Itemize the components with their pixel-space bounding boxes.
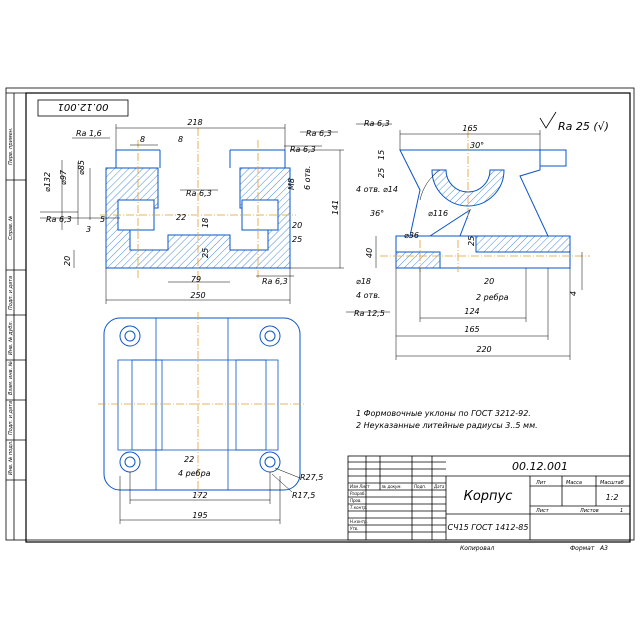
top-dim-r175: R17,5 [292, 491, 315, 500]
side-dim-18: ⌀18 [356, 277, 371, 286]
dim-8b: 8 [178, 135, 183, 144]
tb-sheets: Листов [579, 508, 599, 514]
tb-row-1: № докум. [381, 484, 402, 489]
top-dim-172: 172 [192, 491, 207, 500]
side-dim-165-top: 165 [462, 124, 477, 133]
stamp-1: Перв. примен. [8, 127, 14, 165]
stamp-4: Инв. № дубл. [8, 321, 14, 355]
ra-63-b: Ra 6,3 [46, 215, 72, 224]
side-ra-63: Ra 6,3 [364, 119, 390, 128]
ra-63-c: Ra 6,3 [306, 129, 332, 138]
side-dim-116: ⌀116 [428, 209, 448, 218]
stamp-3: Подп. и дата [8, 276, 14, 310]
stamp-2: Справ. № [8, 216, 14, 240]
side-dim-20: 20 [484, 277, 494, 286]
side-view: 165 30° 25 15 4 отв. ⌀14 ⌀116 36° ⌀36 40… [346, 111, 609, 360]
side-dim-30deg: 30° [470, 141, 484, 150]
note-2: 2 Неуказанные литейные радиусы 3..5 мм. [356, 421, 538, 430]
top-dim-4ribs: 4 ребра [178, 469, 211, 478]
dim-20: 20 [63, 256, 72, 266]
side-dim-36deg: 36° [370, 209, 384, 218]
svg-text:Ra 25 (√): Ra 25 (√) [558, 120, 609, 133]
dim-141: 141 [331, 200, 340, 215]
tb-row-7: Н.контр. [350, 519, 368, 524]
tb-row-8: Утв. [350, 526, 358, 531]
dim-25b: 25 [292, 235, 302, 244]
dim-18: 18 [201, 218, 210, 228]
dim-5: 5 [100, 215, 105, 224]
sheet-outer-frame [5, 87, 635, 541]
tb-scale-label: Масштаб [600, 480, 624, 486]
dim-6holes: 6 отв. [303, 166, 312, 190]
side-dim-220: 220 [476, 345, 491, 354]
tb-row-0: Изм Лист [350, 484, 370, 489]
dim-8a: 8 [140, 135, 145, 144]
tb-row-5: Пров. [350, 498, 362, 503]
ra-16: Ra 1,6 [76, 129, 102, 138]
mirror-code: 00.12.001 [58, 101, 109, 112]
dim-20b: 20 [292, 221, 302, 230]
dim-3: 3 [86, 225, 91, 234]
side-dim-15: 15 [377, 150, 386, 160]
side-dim-2ribs: 2 ребра [476, 293, 509, 302]
stamp-5: Взам. инв. № [8, 361, 14, 395]
side-stamp [6, 92, 26, 540]
ra-63-d: Ra 6,3 [290, 145, 316, 154]
side-dim-124: 124 [464, 307, 479, 316]
dim-250: 250 [190, 291, 205, 300]
side-dim-25b: 25 [467, 236, 476, 246]
note-1: 1 Формовочные уклоны по ГОСТ 3212-92. [356, 409, 531, 418]
tb-sheet: Лист [535, 508, 550, 514]
mirror-code-box [37, 99, 129, 117]
ra-63-a: Ra 6,3 [186, 189, 212, 198]
tb-row-3: Дата [433, 484, 445, 489]
dim-218: 218 [187, 118, 202, 127]
ra-63-e: Ra 6,3 [262, 277, 288, 286]
material: СЧ15 ГОСТ 1412-85 [448, 523, 529, 532]
format-label: Формат [570, 545, 595, 552]
tb-row-6: Т.контр. [350, 505, 367, 510]
format-value: A3 [599, 545, 608, 552]
dim-85: ⌀85 [77, 160, 86, 175]
top-dim-r275: R27,5 [300, 473, 323, 482]
dim-22: 22 [176, 213, 186, 222]
side-dim-25: 25 [377, 168, 386, 178]
side-ra-125: Ra 12,5 [354, 309, 385, 318]
front-view: 218 8 8 ⌀132 ⌀97 ⌀85 5 3 22 18 25 20 79 … [40, 118, 344, 304]
stamp-7: Инв. № подл. [8, 441, 14, 476]
tb-mass: Масса [566, 480, 582, 486]
doc-code: 00.12.001 [512, 460, 568, 473]
tb-row-2: Подп. [414, 484, 426, 489]
dim-97: ⌀97 [59, 169, 68, 185]
general-roughness: Ra 25 (√) [539, 111, 609, 133]
tb-row-4: Разраб. [350, 491, 366, 496]
side-dim-4: 4 [569, 291, 578, 296]
part-name: Корпус [464, 489, 513, 504]
sheet-inner-frame [25, 92, 631, 543]
side-dim-4holes: 4 отв. ⌀14 [356, 185, 398, 194]
dim-25: 25 [201, 248, 210, 258]
side-dim-4holes-b: 4 отв. [356, 291, 380, 300]
top-view: 22 4 ребра 172 195 R27,5 R17,5 [98, 312, 323, 524]
dim-132: ⌀132 [43, 172, 52, 192]
side-dim-165: 165 [464, 325, 479, 334]
dim-m8: M8 [287, 178, 296, 190]
dim-79: 79 [191, 275, 201, 284]
top-dim-22: 22 [184, 455, 194, 464]
copied: Копировал [460, 545, 494, 552]
side-dim-36: ⌀36 [404, 231, 419, 240]
tb-scale: 1:2 [606, 493, 619, 502]
tb-sheets-value: 1 [620, 508, 623, 514]
top-dim-195: 195 [192, 511, 207, 520]
side-dim-40: 40 [365, 248, 374, 258]
tb-lit: Лит [535, 480, 547, 486]
stamp-6: Подп. и дата [8, 401, 14, 435]
title-block [347, 455, 631, 541]
